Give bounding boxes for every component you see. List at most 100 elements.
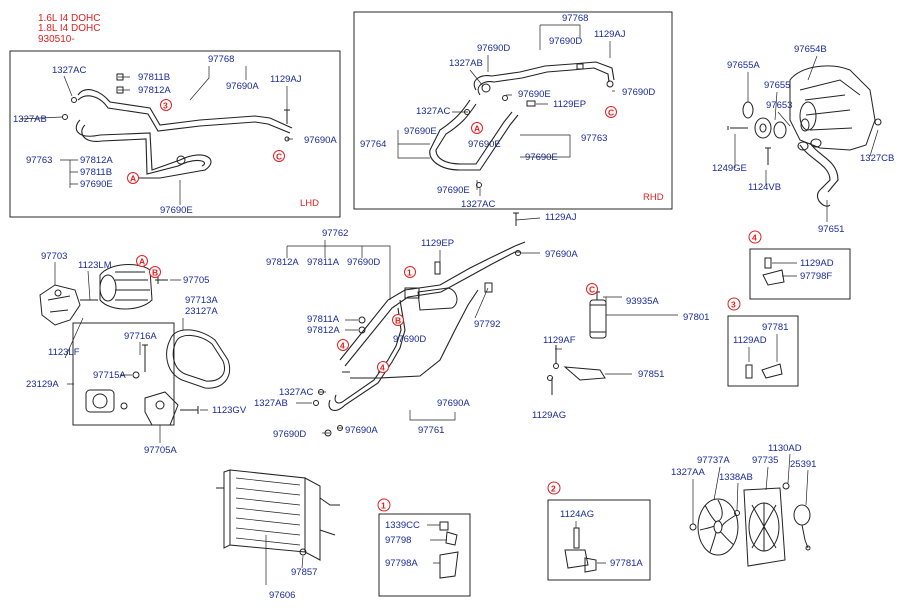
lhd-label-97768: 97768	[208, 54, 234, 65]
lm-label-1123GV: 1123GV	[212, 405, 247, 416]
ctr-label-97690A-c: 97690A	[345, 425, 378, 436]
ctr-callout-4: 4	[340, 341, 345, 351]
comp-label-1124VB: 1124VB	[748, 182, 781, 193]
left-mid-group: 97703 1123LM 97705 97713A 23127A 97716A …	[26, 251, 247, 456]
ctr-label-1129AJ: 1129AJ	[545, 212, 577, 223]
lm-label-97716A: 97716A	[124, 331, 157, 342]
ctr-label-97811A-b: 97811A	[307, 314, 340, 325]
lhd-label-1129AJ: 1129AJ	[270, 74, 302, 85]
lhd-label-97812A-b: 97812A	[80, 155, 113, 166]
cond-label-97857: 97857	[291, 567, 317, 578]
rcv-label-1129AF: 1129AF	[543, 335, 576, 346]
ctr-label-97792: 97792	[474, 319, 500, 330]
lhd-label-97690A-right: 97690A	[304, 135, 337, 146]
rhd-label-97690D-b: 97690D	[549, 36, 582, 47]
ctr-label-97690A-b: 97690A	[437, 398, 470, 409]
comp-label-97655A: 97655A	[727, 60, 760, 71]
rhd-label-97690D-a: 97690D	[477, 43, 510, 54]
comp-label-97654B: 97654B	[794, 44, 827, 55]
detail-1: 1 1339CC 97798 97798A	[377, 498, 471, 597]
ctr-label-1327AB: 1327AB	[254, 398, 288, 409]
rhd-label-1129AJ: 1129AJ	[594, 29, 626, 40]
lhd-label-97690A-top: 97690A	[226, 81, 259, 92]
rcv-label-97801: 97801	[683, 312, 709, 323]
cond-label-97606: 97606	[269, 590, 295, 601]
ctr-label-97762: 97762	[322, 228, 348, 239]
rhd-label-97690E-d: 97690E	[525, 152, 558, 163]
d3-label-1129AD: 1129AD	[733, 335, 767, 346]
comp-label-97653: 97653	[766, 100, 792, 111]
detail-4: 4 1129AD 97798F	[748, 230, 851, 300]
ctr-label-97690D-c: 97690D	[273, 429, 306, 440]
d2-label-1124AG: 1124AG	[560, 509, 594, 520]
ctr-label-1327AC: 1327AC	[279, 387, 313, 398]
rhd-label-1327AC-b: 1327AC	[461, 199, 495, 210]
lhd-label-97763: 97763	[26, 155, 52, 166]
d3-label-97781: 97781	[762, 322, 788, 333]
lm-label-23127A: 23127A	[185, 306, 218, 317]
rhd-label-97763: 97763	[581, 133, 607, 144]
comp-label-1249GE: 1249GE	[712, 163, 747, 174]
ctr-label-97690D-b: 97690D	[393, 334, 426, 345]
lm-callout-B: B	[152, 268, 158, 278]
compressor-group: 97654B 97655A 97655 97653 1249GE 1124VB …	[712, 44, 894, 235]
detail3-num: 3	[731, 300, 736, 310]
rhd-label-97690D-r: 97690D	[622, 87, 655, 98]
lm-label-1123LF: 1123LF	[48, 347, 80, 358]
lhd-label-97690E-bottom: 97690E	[160, 205, 193, 216]
d2-label-97781A: 97781A	[610, 558, 643, 569]
header-date: 930510-	[38, 34, 75, 45]
rhd-label-97690E-b: 97690E	[404, 126, 437, 137]
fan-group: 1130AD 97737A 97735 25391 1327AA 1338AB	[671, 443, 816, 567]
rcv-label-93935A: 93935A	[626, 296, 659, 307]
d1-label-97798: 97798	[385, 535, 411, 546]
lhd-label-1327AC: 1327AC	[52, 65, 86, 76]
lm-label-97703: 97703	[41, 251, 67, 262]
lhd-callout-C: C	[276, 152, 282, 162]
detail-3: 3 97781 1129AD	[727, 297, 799, 387]
lm-label-97705: 97705	[183, 275, 209, 286]
ctr-label-1129EP: 1129EP	[421, 238, 454, 249]
comp-label-97655: 97655	[764, 80, 790, 91]
lm-callout-A: A	[139, 257, 145, 267]
rhd-label-97690E-a: 97690E	[518, 89, 551, 100]
rhd-callout-A: A	[474, 124, 480, 134]
rcv-label-1129AG: 1129AG	[532, 410, 566, 421]
detail1-num: 1	[381, 501, 386, 511]
rhd-label-97768: 97768	[562, 13, 588, 24]
header-engine-1: 1.6L I4 DOHC	[38, 13, 100, 24]
lm-label-97715A: 97715A	[93, 370, 126, 381]
ctr-callout-B: B	[395, 316, 401, 326]
fan-label-1130AD: 1130AD	[768, 443, 802, 454]
rhd-callout-C: C	[608, 108, 614, 118]
rhd-label-97764: 97764	[360, 139, 386, 150]
receiver-group: 93935A 97801 1129AF 97851 1129AG C	[532, 283, 709, 421]
ctr-callout-1: 1	[407, 268, 412, 278]
lhd-label-97811B-b: 97811B	[80, 167, 112, 178]
lhd-label-97690E: 97690E	[80, 179, 113, 190]
lm-label-97713A: 97713A	[185, 295, 218, 306]
lm-label-1123LM: 1123LM	[78, 260, 112, 271]
comp-label-1327CB: 1327CB	[860, 153, 894, 164]
condenser-group: 97857 97606	[216, 469, 340, 601]
lhd-callout-3: 3	[163, 101, 168, 111]
lhd-callout-A: A	[130, 174, 136, 184]
lhd-tag: LHD	[300, 198, 319, 209]
detail2-num: 2	[551, 484, 556, 494]
ctr-label-97811A: 97811A	[307, 257, 340, 268]
lhd-label-97811B: 97811B	[138, 72, 170, 83]
center-group: 97762 97812A 97811A 97690D 1129EP 1129AJ…	[254, 212, 578, 440]
fan-label-25391: 25391	[790, 459, 816, 470]
header-engine-2: 1.8L I4 DOHC	[38, 23, 100, 34]
rhd-label-1327AC-a: 1327AC	[416, 106, 450, 117]
rhd-label-1129EP: 1129EP	[553, 99, 586, 110]
d1-label-1339CC: 1339CC	[385, 520, 420, 531]
ctr-label-97690A-r: 97690A	[545, 249, 578, 260]
rcv-callout-C: C	[589, 285, 595, 295]
rhd-label-1327AB: 1327AB	[449, 58, 483, 69]
ctr-label-97812A: 97812A	[266, 257, 299, 268]
lm-label-97705A: 97705A	[144, 445, 177, 456]
d1-label-97798A: 97798A	[385, 558, 418, 569]
d4-label-1129AD: 1129AD	[800, 258, 834, 269]
lhd-label-97812A: 97812A	[138, 85, 171, 96]
